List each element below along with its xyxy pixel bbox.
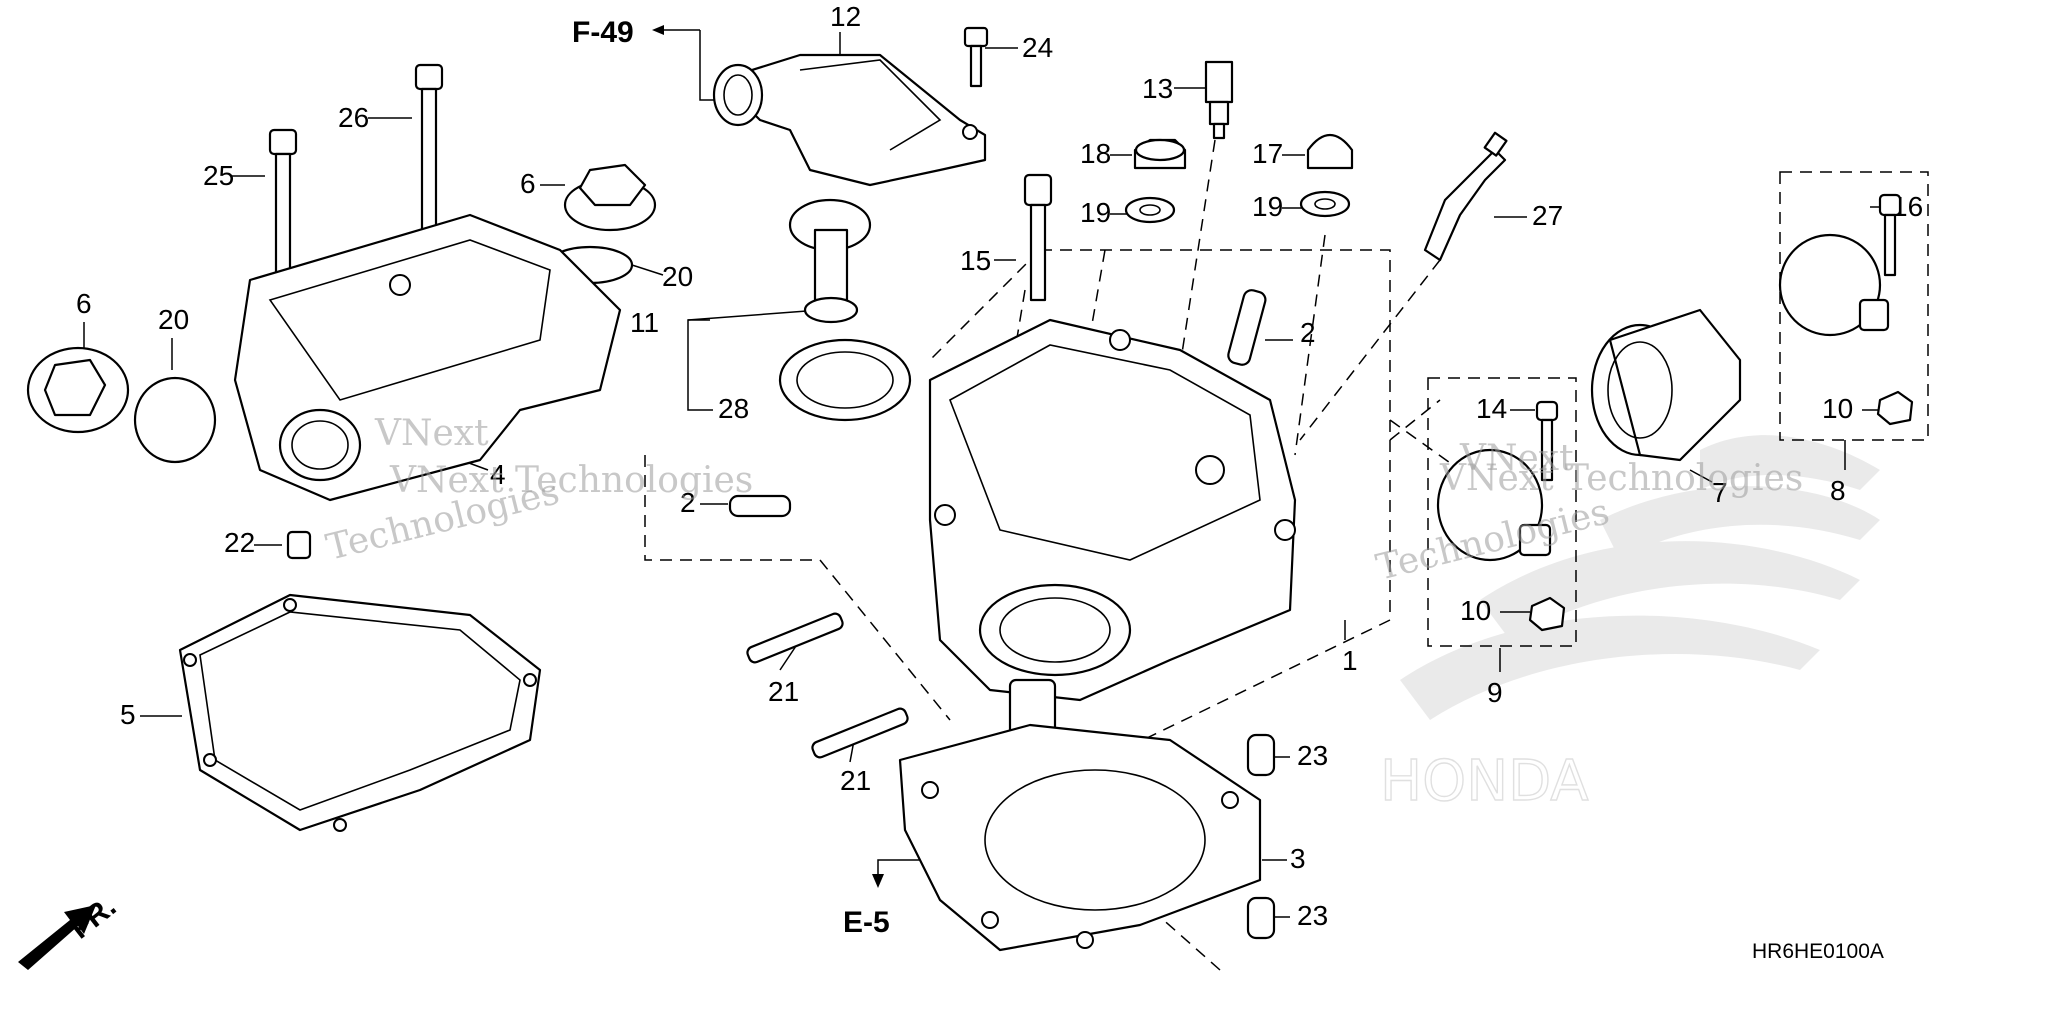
callout-21-upper: 21 [768, 676, 799, 707]
e5-arrow-head [872, 874, 884, 888]
callout-7: 7 [1712, 477, 1728, 508]
callout-3: 3 [1290, 843, 1306, 874]
part-3-cylinder-head-gasket [898, 723, 1262, 952]
callout-17: 17 [1252, 138, 1283, 169]
dash-dowel-left [644, 455, 951, 721]
callout-18: 18 [1080, 138, 1111, 169]
callout-9: 9 [1487, 677, 1503, 708]
part-22-dowel-upper [286, 530, 312, 560]
part-25-bolt [268, 128, 298, 276]
watermark-short-right: VNext [1459, 438, 1574, 479]
dash-sensor-13 [1149, 139, 1216, 561]
leader-7 [1689, 469, 1713, 483]
callout-15: 15 [960, 245, 991, 276]
part-7-carburetor-insulator [1590, 308, 1742, 462]
callout-8: 8 [1830, 475, 1846, 506]
callout-19-right: 19 [1252, 191, 1283, 222]
callout-10-lower: 10 [1460, 595, 1491, 626]
part-16-screw [1878, 193, 1902, 277]
part-6-cap-top [563, 163, 657, 232]
part-15-bolt [1023, 173, 1053, 302]
part-4-cylinder-head-cover [233, 213, 622, 502]
callout-4: 4 [490, 459, 506, 490]
part-10-nut-lower [1528, 596, 1566, 632]
callout-2-left: 2 [680, 487, 696, 518]
honda-wing-logo-watermark: HONDA [1379, 435, 1880, 815]
part-24-bolt [963, 26, 989, 88]
part-19-washer-left [1124, 196, 1176, 224]
part-10-nut-upper [1876, 390, 1914, 426]
bracket-11 [687, 319, 713, 411]
dash-head-frame-diag [929, 249, 1041, 361]
callout-26: 26 [338, 102, 369, 133]
part-8-clamp-band [1778, 233, 1890, 337]
front-label: FR. [64, 890, 122, 946]
callout-23-upper: 23 [1297, 740, 1328, 771]
part-5-head-cover-gasket [178, 593, 542, 832]
part-14-screw [1535, 400, 1559, 482]
ref-e5: E-5 [843, 906, 890, 939]
callout-24: 24 [1022, 32, 1053, 63]
part-18-nut [1133, 138, 1187, 170]
part-1-cylinder-head [928, 318, 1297, 752]
part-17-cap-nut [1306, 134, 1354, 170]
callout-28: 28 [718, 393, 749, 424]
dash-spark-plug [1299, 259, 1441, 441]
part-28-seal-ring [778, 338, 912, 422]
front-direction-indicator: FR. [18, 890, 122, 970]
callout-14: 14 [1476, 393, 1507, 424]
part-2-dowel-pin-left [728, 494, 792, 518]
callout-19-left: 19 [1080, 197, 1111, 228]
callout-13: 13 [1142, 73, 1173, 104]
callout-6-top: 6 [520, 168, 536, 199]
part-23-dowel-upper [1246, 733, 1276, 777]
part-12-thermostat-cover [712, 53, 987, 187]
part-20-oring-left [133, 376, 217, 464]
callout-labels: 1 2 2 3 4 5 6 6 7 8 9 10 10 11 12 13 14 … [76, 1, 1923, 963]
part-21-stud-upper [746, 612, 844, 664]
callout-6-left: 6 [76, 288, 92, 319]
callout-1: 1 [1342, 645, 1358, 676]
kit-box-9 [1427, 377, 1577, 647]
watermark-line-left: VNext Technologies [389, 460, 753, 501]
part-27-spark-plug [1423, 131, 1508, 262]
kit-box-8 [1779, 171, 1929, 441]
callout-27: 27 [1532, 200, 1563, 231]
ref-f49: F-49 [572, 16, 634, 49]
leader-20-right [631, 264, 664, 276]
part-9-clamp-band [1436, 448, 1552, 562]
part-23-dowel-lower [1246, 896, 1276, 940]
part-2-dowel-pin-upper [1227, 289, 1267, 366]
part-6-cap-left [26, 346, 130, 434]
front-arrow-icon [18, 905, 96, 970]
part-13-temperature-sensor [1204, 60, 1234, 140]
part-11-thermostat [788, 198, 872, 324]
callout-2-upper: 2 [1300, 317, 1316, 348]
dash-intake [1389, 399, 1441, 441]
part-21-stud-lower [811, 707, 909, 759]
callout-25: 25 [203, 160, 234, 191]
callout-5: 5 [120, 699, 136, 730]
callout-10-upper: 10 [1822, 393, 1853, 424]
callout-21-lower: 21 [840, 765, 871, 796]
f49-arrow-head [652, 25, 664, 35]
watermark-line-right: VNext Technologies [1439, 458, 1803, 499]
callout-22-upper: 22 [224, 527, 255, 558]
part-19-washer-right [1299, 190, 1351, 218]
callout-20-left: 20 [158, 304, 189, 335]
callout-23-lower: 23 [1297, 900, 1328, 931]
honda-logo-text: HONDA [1380, 749, 1589, 814]
dash-dowel-upper [1294, 234, 1326, 456]
callout-20-right: 20 [662, 261, 693, 292]
callout-12: 12 [830, 1, 861, 32]
callout-11: 11 [630, 307, 659, 338]
leader-11-thermostat [687, 309, 821, 321]
dash-cylinder-head-frame [1040, 249, 1391, 620]
diagram-code: HR6HE0100A [1752, 940, 1884, 963]
watermark-short-left: VNext [374, 413, 489, 454]
